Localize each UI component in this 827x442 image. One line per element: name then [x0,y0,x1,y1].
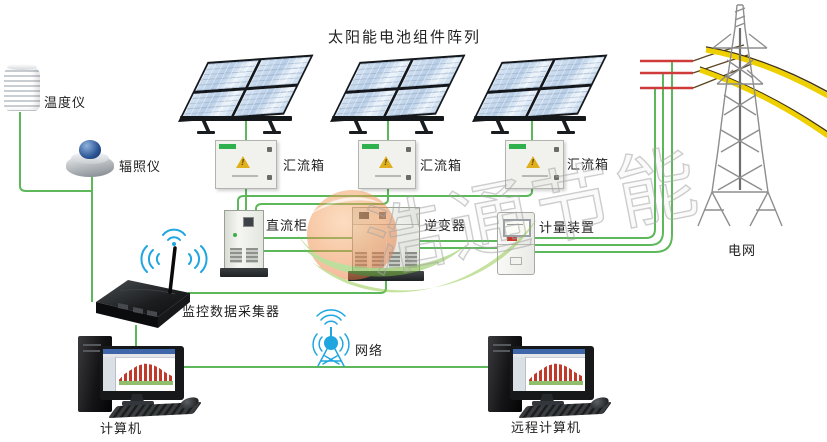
inverter-doors [353,225,419,271]
solar-panel-2 [330,54,466,136]
dc-cabinet-label: 直流柜 [266,219,309,234]
solar-panel-1 [178,54,314,136]
diagram-title: 太阳能电池组件阵列 [328,28,482,46]
meter-port [510,257,522,265]
panel-rail [474,116,586,121]
warning-triangle-icon [526,156,540,168]
panel-rail [332,116,444,121]
brand-chip [362,144,379,149]
grid-tower [697,4,783,227]
app-titlebar [103,349,175,354]
panel-cells [472,54,608,122]
status-led [233,233,237,237]
temperature-sensor [4,64,40,111]
meter-display [503,219,531,237]
cabinet-base [220,268,268,277]
brand-chip [509,144,526,149]
temperature-label: 温度仪 [44,96,87,111]
collector-label: 监控数据采集器 [182,305,281,320]
remote-computer [488,334,628,434]
warning-triangle-icon [236,156,250,168]
monitor-screen [513,349,585,391]
app-titlebar [513,349,585,354]
dc-cabinet [220,210,268,277]
combiner-box-3 [505,140,564,189]
local-computer [78,334,218,434]
inverter-panel [353,208,419,225]
meter-red-button [507,237,517,241]
network-tower-icon [312,309,350,367]
grid-label: 电网 [728,244,757,259]
app-sidebar [103,357,116,391]
combiner-box-1 [215,140,277,189]
brand-chip [219,144,236,149]
app-sidebar [513,357,526,391]
irradiance-sensor [66,140,114,180]
combiner-2-label: 汇流箱 [420,159,463,174]
combiner-box-2 [358,140,416,189]
combiner-3-label: 汇流箱 [567,158,610,173]
cabinet-screen [243,217,254,227]
data-collector-router [96,246,190,328]
monitor-screen [103,349,175,391]
router-antenna [168,246,177,294]
remote-computer-label: 远程计算机 [511,421,582,436]
irradiance-label: 辐照仪 [119,160,162,175]
sensor-cap [7,64,37,70]
combiner-1-label: 汇流箱 [283,159,326,174]
panel-cells [330,54,466,122]
inverter-label: 逆变器 [424,219,467,234]
bar-chart [119,359,173,385]
bar-chart [529,359,583,385]
red-bus-lines [640,59,693,90]
yellow-cables [699,46,827,139]
sensor-dome [79,140,101,159]
network-label: 网络 [355,344,384,359]
panel-cells [178,54,314,122]
computer-monitor [100,346,184,400]
wifi-icon [140,228,208,273]
inverter [348,207,424,281]
meter-label: 计量装置 [539,221,596,236]
energy-meter [497,212,535,275]
warning-triangle-icon [379,156,393,168]
computer-monitor [510,346,594,400]
inverter-base [348,271,424,281]
panel-rail [180,116,292,121]
computer-label: 计算机 [100,422,143,437]
solar-panel-3 [472,54,608,136]
